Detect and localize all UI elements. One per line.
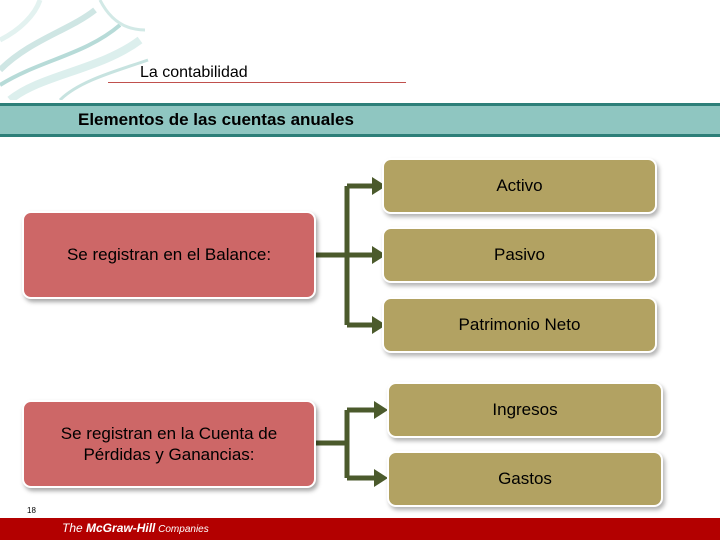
logo-swirl-graphic bbox=[0, 0, 150, 100]
brand-main: McGraw-Hill bbox=[86, 521, 156, 535]
results-source-box: Se registran en la Cuenta de Pérdidas y … bbox=[22, 400, 316, 488]
balance-source-box: Se registran en el Balance: bbox=[22, 211, 316, 299]
footer-band bbox=[0, 518, 720, 540]
arrowhead-ingresos bbox=[374, 401, 388, 419]
header-underline bbox=[108, 82, 406, 83]
target-box-gastos: Gastos bbox=[387, 451, 663, 507]
section-band bbox=[0, 103, 720, 137]
page-number: 18 bbox=[27, 506, 36, 515]
arrowhead-gastos bbox=[374, 469, 388, 487]
target-label-patrimonio-neto: Patrimonio Neto bbox=[458, 315, 581, 335]
section-title: Elementos de las cuentas anuales bbox=[78, 110, 354, 129]
header-title: La contabilidad bbox=[140, 64, 248, 81]
target-box-activo: Activo bbox=[382, 158, 657, 214]
brand-suffix: Companies bbox=[155, 524, 209, 535]
arrowhead-activo bbox=[372, 177, 386, 195]
target-box-patrimonio-neto: Patrimonio Neto bbox=[382, 297, 657, 353]
target-label-pasivo: Pasivo bbox=[493, 245, 546, 265]
footer-brand-logo: The McGraw-Hill Companies bbox=[62, 521, 209, 535]
target-box-pasivo: Pasivo bbox=[382, 227, 657, 283]
arrowhead-pasivo bbox=[372, 246, 386, 264]
balance-source-label: Se registran en el Balance: bbox=[66, 245, 272, 265]
target-label-ingresos: Ingresos bbox=[492, 400, 558, 420]
target-box-ingresos: Ingresos bbox=[387, 382, 663, 438]
target-label-gastos: Gastos bbox=[498, 469, 552, 489]
arrowhead-patrimonio bbox=[372, 316, 386, 334]
results-source-label: Se registran en la Cuenta de Pérdidas y … bbox=[60, 423, 278, 464]
brand-prefix: The bbox=[62, 521, 87, 535]
target-label-activo: Activo bbox=[496, 176, 543, 196]
